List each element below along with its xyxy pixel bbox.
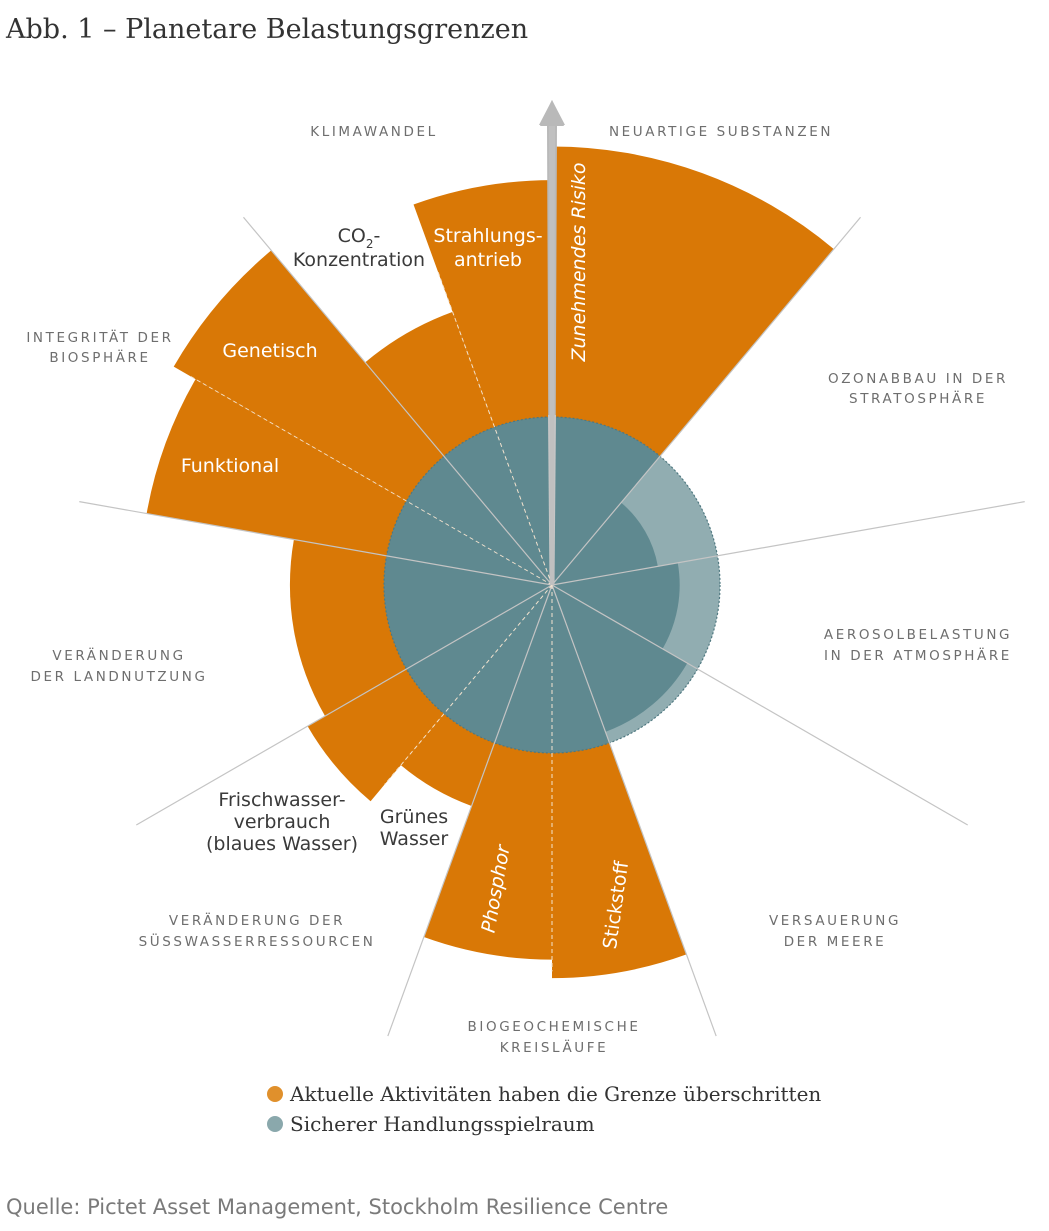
boundary-circle (383, 416, 721, 754)
diagram-wedges (79, 100, 1025, 1037)
category-ozon-line2: STRATOSPHÄRE (849, 389, 987, 407)
category-aerosol-line2: IN DER ATMOSPHÄRE (824, 646, 1012, 664)
legend-dot-exceeded (267, 1086, 283, 1102)
label-genetisch: Genetisch (222, 340, 317, 362)
category-aerosol-line1: AEROSOLBELASTUNG (824, 627, 1012, 643)
label-strahlung-line1: Strahlungs- (433, 225, 542, 247)
label-co2: CO2- (338, 225, 381, 251)
sector-divider-line (551, 501, 1025, 586)
subdivider-dashed-line (188, 374, 553, 586)
category-meere-line1: VERSAUERUNG (769, 913, 901, 929)
legend-dot-safe (267, 1116, 283, 1132)
category-biogeochemie-line1: BIOGEOCHEMISCHE (468, 1019, 641, 1035)
label-co2-line2: Konzentration (293, 249, 425, 271)
category-suesswasser-line2: SÜSSWASSERRESSOURCEN (139, 932, 376, 950)
sector-divider-line (551, 216, 861, 586)
label-zunehmendes-risiko: Zunehmendes Risiko (568, 162, 590, 362)
sector-divider-line (387, 584, 553, 1037)
label-blaues-wasser-line3: (blaues Wasser) (206, 833, 358, 855)
category-suesswasser-line1: VERÄNDERUNG DER (169, 911, 345, 929)
sector-divider-line (551, 584, 717, 1037)
label-gruenes-wasser-line2: Wasser (380, 828, 449, 850)
arrow-body (549, 126, 555, 585)
safe-margin-aerosolbelastung-in-der-atmosph-re (662, 555, 720, 669)
sector-divider-line (243, 216, 553, 586)
label-blaues-wasser-line1: Frischwasser- (218, 789, 345, 811)
arrow-head-icon (540, 100, 564, 126)
label-funktional: Funktional (181, 455, 279, 477)
category-meere-line2: DER MEERE (784, 934, 887, 950)
category-neuartige-substanzen: NEUARTIGE SUBSTANZEN (609, 124, 833, 140)
legend-safe-label: Sicherer Handlungsspielraum (290, 1112, 595, 1136)
subdivider-dashed-line (384, 584, 553, 785)
legend-exceeded-label: Aktuelle Aktivitäten haben die Grenze üb… (289, 1082, 821, 1106)
category-klimawandel: KLIMAWANDEL (310, 124, 438, 140)
figure-title: Abb. 1 – Planetare Belastungsgrenzen (5, 14, 528, 45)
label-blaues-wasser-line2: verbrauch (234, 811, 331, 833)
safe-margin-versauerung-der-meere (605, 663, 698, 743)
sector-divider-line (551, 584, 968, 826)
label-gruenes-wasser-line1: Grünes (380, 806, 448, 828)
category-biogeochemie-line2: KREISLÄUFE (500, 1038, 609, 1056)
subdivider-dashed-line (436, 269, 553, 586)
category-landnutzung-line2: DER LANDNUTZUNG (30, 669, 207, 685)
safe-margin-ozonabbau-in-der-stratosph-re (621, 456, 718, 567)
source-note: Quelle: Pictet Asset Management, Stockho… (6, 1195, 668, 1219)
label-strahlung-line2: antrieb (454, 249, 522, 271)
category-biosphaere-line2: BIOSPHÄRE (49, 348, 150, 366)
category-ozon-line1: OZONABBAU IN DER (828, 371, 1008, 387)
category-biosphaere-line1: INTEGRITÄT DER (26, 328, 173, 346)
category-landnutzung-line1: VERÄNDERUNG (52, 646, 185, 664)
sector-divider-line (136, 584, 553, 826)
sector-divider-line (79, 501, 553, 586)
